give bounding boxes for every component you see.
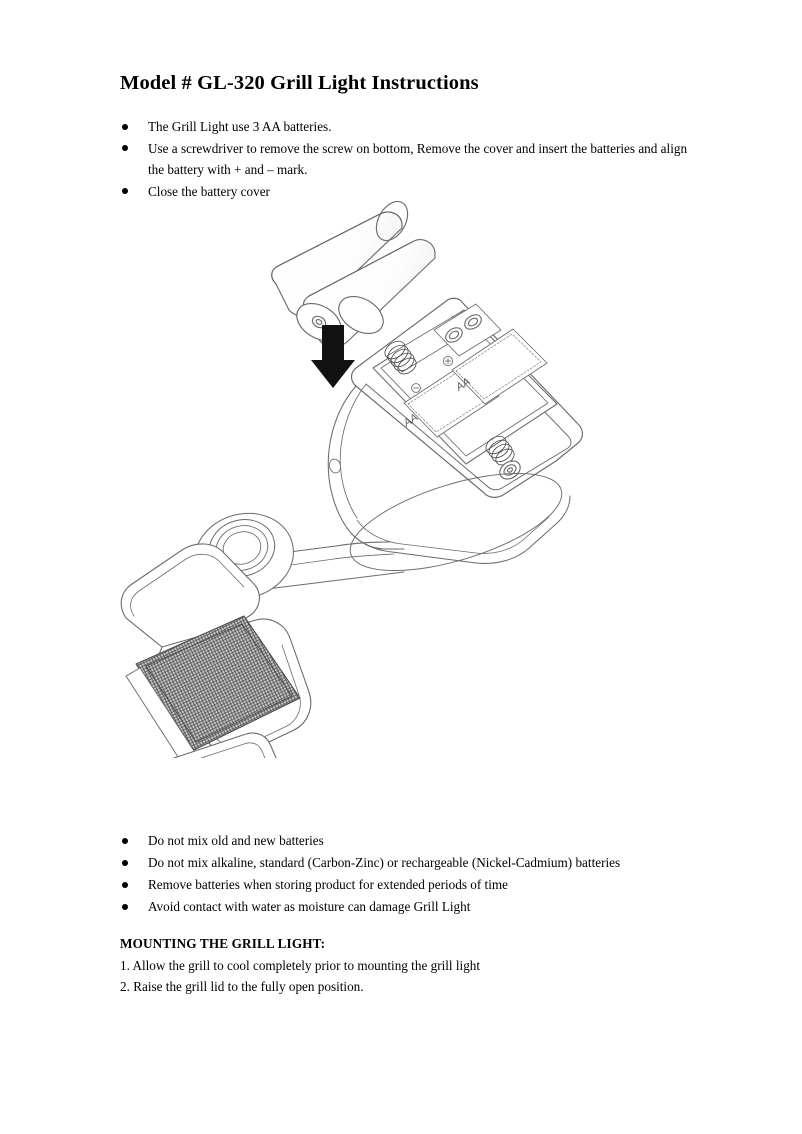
list-item: The Grill Light use 3 AA batteries. [120, 116, 700, 138]
battery-cell-front [296, 239, 436, 348]
insert-direction-arrow-icon [311, 325, 355, 388]
light-housing: AA AA [327, 297, 584, 572]
bullet-dot-icon [122, 837, 128, 844]
page-title: Model # GL-320 Grill Light Instructions [120, 71, 479, 94]
list-item-text: The Grill Light use 3 AA batteries. [148, 119, 332, 134]
mounting-section: MOUNTING THE GRILL LIGHT: 1. Allow the g… [120, 933, 680, 998]
caution-list: Do not mix old and new batteries Do not … [120, 830, 720, 918]
intro-instruction-list: The Grill Light use 3 AA batteries. Use … [120, 116, 700, 202]
list-item-text: Close the battery cover [148, 183, 270, 199]
clamp-assembly [120, 512, 405, 758]
list-item: Do not mix old and new batteries [120, 830, 720, 852]
list-item-text: Do not mix alkaline, standard (Carbon-Zi… [148, 855, 621, 870]
section-heading: MOUNTING THE GRILL LIGHT: [120, 936, 326, 951]
mounting-step: 2. Raise the grill lid to the fully open… [120, 979, 364, 994]
battery-pair-icon [271, 200, 436, 348]
list-item-text: Do not mix old and new batteries [148, 833, 324, 848]
list-item-text: Use a screwdriver to remove the screw on… [148, 140, 688, 178]
list-item: Close the battery cover [120, 181, 700, 203]
list-item-text: Avoid contact with water as moisture can… [148, 899, 471, 914]
bullet-dot-icon [122, 903, 128, 910]
list-item-text: Remove batteries when storing product fo… [148, 877, 508, 892]
bullet-dot-icon [122, 859, 128, 866]
grill-light-illustration: AA AA [104, 198, 604, 758]
list-item: Avoid contact with water as moisture can… [120, 896, 720, 918]
battery-terminal-block [433, 303, 502, 357]
list-item: Remove batteries when storing product fo… [120, 874, 720, 896]
mounting-step: 1. Allow the grill to cool completely pr… [120, 957, 481, 973]
bullet-dot-icon [122, 881, 128, 888]
bullet-dot-icon [122, 123, 128, 130]
clamp-base [172, 732, 277, 758]
bullet-dot-icon [122, 145, 128, 151]
list-item: Use a screwdriver to remove the screw on… [120, 138, 700, 181]
spring-contact-upper [384, 340, 417, 375]
list-item: Do not mix alkaline, standard (Carbon-Zi… [120, 852, 720, 874]
bullet-dot-icon [122, 188, 128, 194]
polarity-markers [411, 355, 453, 393]
